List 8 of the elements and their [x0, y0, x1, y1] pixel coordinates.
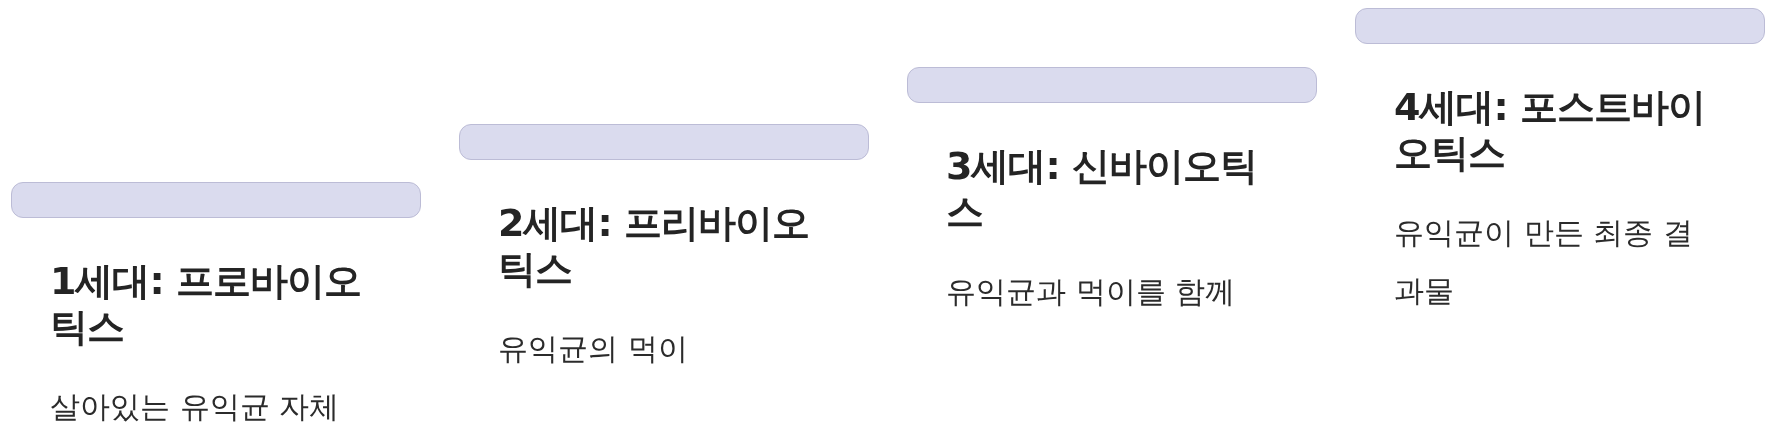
step-description: 유익균이 만든 최종 결과물	[1394, 214, 1694, 310]
step-heading: 1세대: 프로바이오틱스	[50, 258, 362, 350]
step-heading: 3세대: 신바이오틱스	[946, 143, 1258, 235]
step-description: 유익균과 먹이를 함께	[946, 273, 1237, 311]
step-heading: 2세대: 프리바이오틱스	[498, 200, 810, 292]
step-description: 유익균의 먹이	[498, 330, 689, 368]
step-heading: 4세대: 포스트바이오틱스	[1394, 84, 1706, 176]
step-description: 살아있는 유익균 자체	[50, 388, 341, 426]
